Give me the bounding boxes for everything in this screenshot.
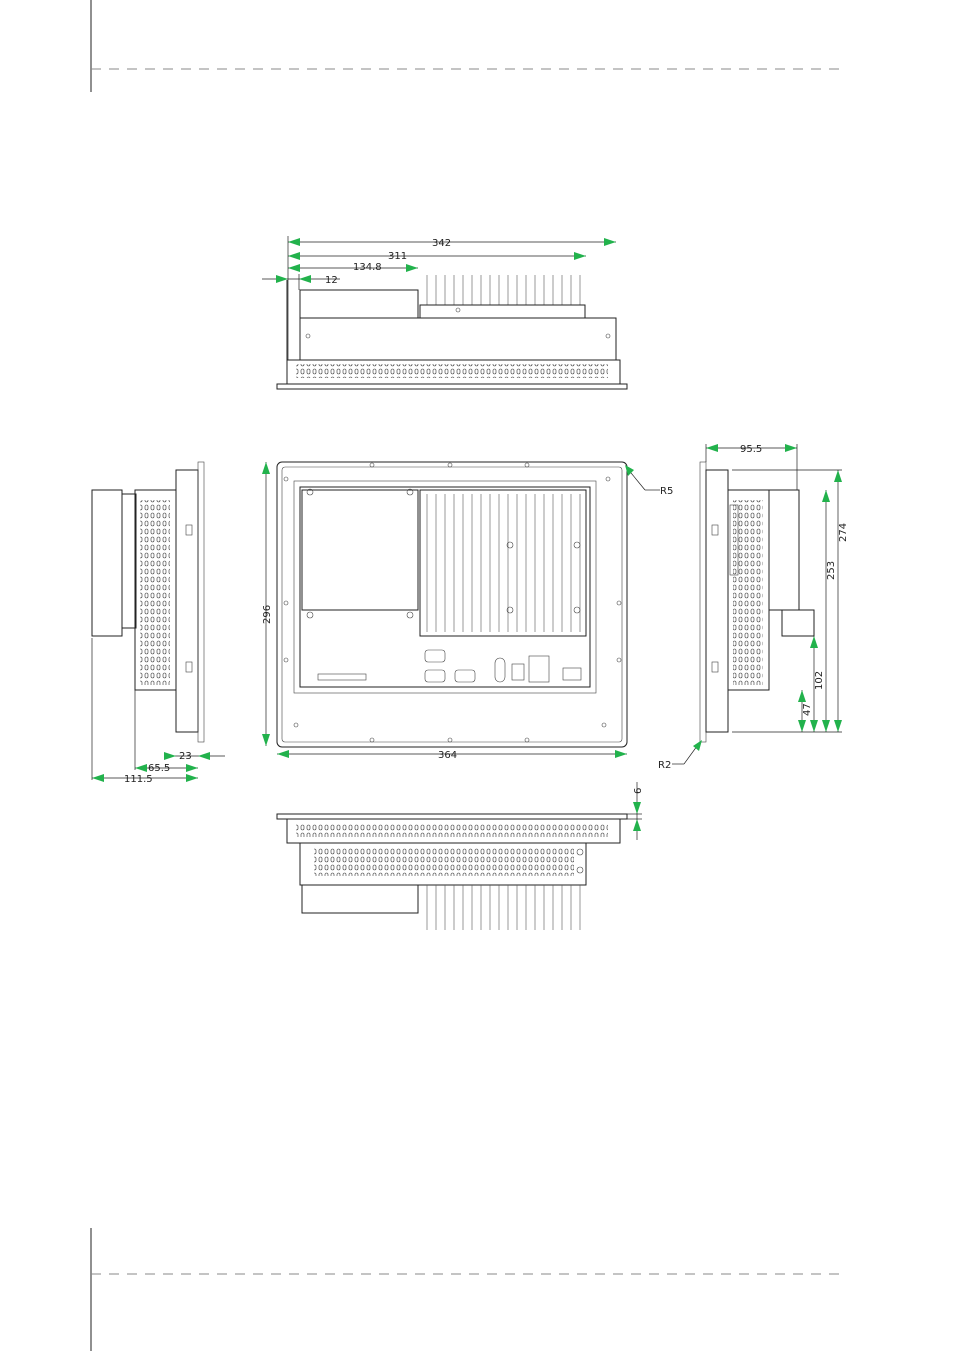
top-dimensions (262, 236, 616, 360)
right-side-view (699, 461, 815, 743)
dim-r2: R2 (658, 760, 671, 771)
rear-dimensions (262, 462, 660, 758)
top-view (276, 275, 628, 390)
dim-134-8: 134.8 (353, 262, 382, 273)
dim-274: 274 (838, 523, 849, 542)
right-dimensions (672, 444, 842, 765)
dim-102: 102 (814, 671, 825, 690)
left-dimensions (92, 752, 225, 782)
dim-95-5: 95.5 (740, 444, 762, 455)
dim-23: 23 (179, 751, 192, 762)
left-side-view (91, 461, 205, 780)
dim-47: 47 (802, 703, 813, 716)
dim-111-5: 111.5 (124, 774, 153, 785)
dim-12: 12 (325, 275, 338, 286)
page-frame (90, 0, 842, 1351)
dim-6: 6 (633, 788, 644, 794)
bottom-dimensions (627, 782, 642, 840)
dim-296: 296 (262, 605, 273, 624)
rear-view (276, 461, 628, 748)
bottom-view (276, 813, 628, 930)
dim-253: 253 (826, 561, 837, 580)
dim-364: 364 (438, 750, 457, 761)
dim-311: 311 (388, 251, 407, 262)
dim-65-5: 65.5 (148, 763, 170, 774)
dim-342: 342 (432, 238, 451, 249)
dim-r5: R5 (660, 486, 673, 497)
